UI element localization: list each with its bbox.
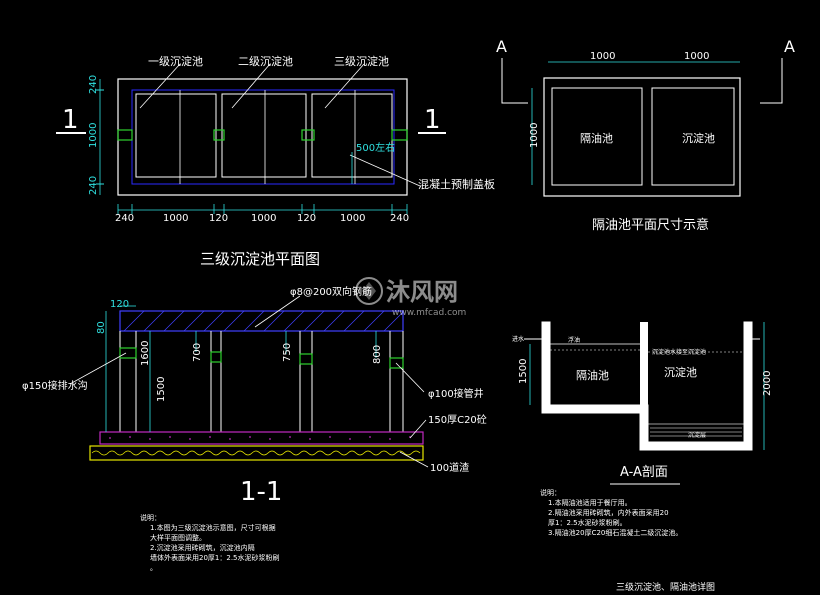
oil-dim-side: 1000 xyxy=(529,123,540,148)
aa-sludge xyxy=(647,423,745,443)
oil-dim-top-right: 1000 xyxy=(684,51,709,62)
pipe-1-2 xyxy=(213,129,225,141)
section-mark-right: 1 xyxy=(424,105,441,135)
sec-dim-1600: 1600 xyxy=(140,341,151,366)
aa-dim-2000: 2000 xyxy=(762,371,773,396)
oil-plan-title: 隔油池平面尺寸示意 xyxy=(592,217,709,233)
dim-top-240: 240 xyxy=(88,75,99,94)
oil-mark-a-left: A xyxy=(496,37,507,56)
aa-note-4: 3.隔油池20厚C20细石混凝土二级沉淀池。 xyxy=(548,528,682,537)
sec-notes-heading: 说明： xyxy=(140,513,161,522)
sec-note-4: 墙体外表面采用20厚1：2.5水泥砂浆粉刷 xyxy=(150,553,280,562)
watermark-url: www.mfcad.com xyxy=(392,308,466,318)
dim-b120b: 120 xyxy=(297,213,316,224)
sec-pipe-outlet xyxy=(389,357,404,369)
dim-b240b: 240 xyxy=(390,213,409,224)
plan-view: 一级沉淀池 二级沉淀池 三级沉淀池 500左右 混凝土预制盖板 1 1 240 … xyxy=(56,54,495,268)
oil-mark-a-right: A xyxy=(784,37,795,56)
dim-b240a: 240 xyxy=(115,213,134,224)
aa-mid-wall xyxy=(640,322,648,410)
label-tank2: 二级沉淀池 xyxy=(238,54,293,68)
compartment-1 xyxy=(135,93,217,178)
label-tank1: 一级沉淀池 xyxy=(148,54,203,68)
dim-b1000b: 1000 xyxy=(251,213,276,224)
compartment-2 xyxy=(221,93,307,178)
sec-pipe-1 xyxy=(210,351,222,363)
gravel-layer xyxy=(89,445,424,461)
oil-plan-label-settle: 沉淀池 xyxy=(682,131,715,145)
section-1-1: 120 80 1600 700 750 800 1500 φ8@200双向钢筋 … xyxy=(22,285,487,572)
dim-left-1000: 1000 xyxy=(88,123,99,148)
footer-caption: 三级沉淀池、隔油池详图 xyxy=(616,581,715,593)
dim-b1000a: 1000 xyxy=(163,213,188,224)
label-cover: 混凝土预制盖板 xyxy=(418,177,495,191)
aa-title: A-A剖面 xyxy=(620,465,668,480)
sec-note-3: 2.沉淀池采用砖砌筑，沉淀池内隔 xyxy=(150,543,255,552)
aa-label-float: 浮油 xyxy=(568,336,580,344)
aa-note-3: 厚1：2.5水泥砂浆粉刷。 xyxy=(548,518,627,527)
oil-compartment xyxy=(551,87,643,186)
aa-label-settle: 沉淀池 xyxy=(664,365,697,379)
watermark: 沐风网 www.mfcad.com xyxy=(355,277,466,318)
concrete-layer xyxy=(99,431,424,445)
sec-dim-700: 700 xyxy=(192,343,203,362)
sec-pipe-2 xyxy=(299,353,313,365)
watermark-brand: 沐风网 xyxy=(386,278,458,306)
oil-plan-label-oil: 隔油池 xyxy=(580,131,613,145)
pipe-outlet xyxy=(391,129,408,141)
aa-note-2: 2.隔油池采用砖砌筑，内外表面采用20 xyxy=(548,508,669,517)
aa-label-oil: 隔油池 xyxy=(576,368,609,382)
dim-b120a: 120 xyxy=(209,213,228,224)
aa-note-1: 1.本隔油池适用于餐厅用。 xyxy=(548,498,632,507)
dim-bottom-240: 240 xyxy=(88,176,99,195)
aa-label-outlet-note: 沉淀池水接至沉淀池 xyxy=(652,348,706,356)
slab-hatch xyxy=(123,310,404,332)
section-11-title: 1-1 xyxy=(240,477,282,507)
section-a-a: 进水 浮油 沉淀池水接至沉淀池 隔油池 沉淀池 沉淀层 1500 2000 A-… xyxy=(512,321,773,537)
oil-dim-top-left: 1000 xyxy=(590,51,615,62)
aa-label-inlet: 进水 xyxy=(512,335,524,343)
sec-note-2: 大样平面图调整。 xyxy=(150,533,206,542)
sec-note-5: 。 xyxy=(150,564,157,572)
sec-dim-1500: 1500 xyxy=(156,377,167,402)
sec-note-1: 1.本图为三级沉淀池示意图，尺寸可根据 xyxy=(150,523,276,532)
section-mark-left: 1 xyxy=(62,105,79,135)
sec-pipe-inlet xyxy=(119,347,137,359)
aa-outer-wall xyxy=(541,321,753,451)
oil-plan-outer xyxy=(543,77,741,197)
oil-separator-plan: A A 1000 1000 1000 隔油池 沉淀池 隔油池平面尺寸示意 xyxy=(496,37,795,233)
label-500: 500左右 xyxy=(356,141,395,154)
label-pipe-top: φ8@200双向钢筋 xyxy=(290,285,372,298)
sec-dim-800: 800 xyxy=(372,345,383,364)
pipe-inlet xyxy=(117,129,133,141)
label-drain: φ150接排水沟 xyxy=(22,379,88,392)
aa-label-sludge: 沉淀层 xyxy=(688,431,706,439)
sec-dim-120: 120 xyxy=(110,299,129,310)
watermark-logo-icon xyxy=(355,277,383,305)
pipe-2-3 xyxy=(301,129,315,141)
label-inlet: φ100接管井 xyxy=(428,387,484,400)
top-slab xyxy=(119,310,404,332)
dim-b1000c: 1000 xyxy=(340,213,365,224)
aa-notes-heading: 说明： xyxy=(540,488,561,497)
label-tank3: 三级沉淀池 xyxy=(334,54,389,68)
settle-compartment xyxy=(651,87,735,186)
plan-outer-wall xyxy=(117,78,408,196)
sec-dim-80: 80 xyxy=(96,321,107,334)
label-gravel: 100道渣 xyxy=(430,461,469,474)
sec-dim-750: 750 xyxy=(282,343,293,362)
label-c20: 150厚C20砼 xyxy=(428,413,487,426)
aa-dim-1500: 1500 xyxy=(518,359,529,384)
plan-title: 三级沉淀池平面图 xyxy=(200,250,320,268)
